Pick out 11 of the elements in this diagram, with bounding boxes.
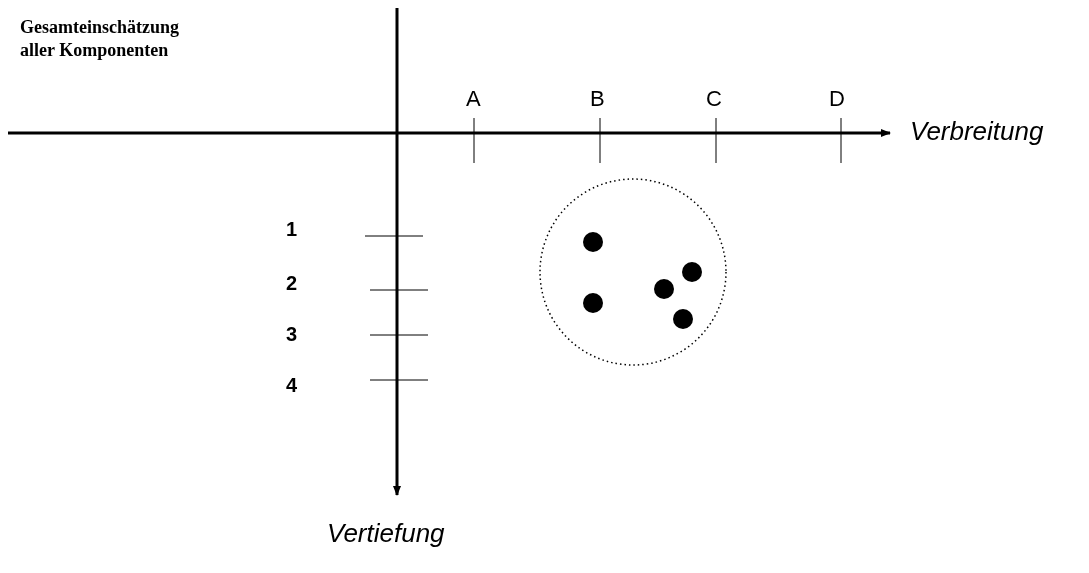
axis-tick-label: 2 — [286, 273, 298, 293]
axis-tick-label: B — [590, 88, 605, 110]
axis-tick-label: 1 — [286, 219, 298, 239]
axis-tick-label: D — [829, 88, 845, 110]
axis-tick-label: 3 — [286, 324, 298, 344]
chart-title: Gesamteinschätzung aller Komponenten — [20, 16, 180, 63]
axis-title: Vertiefung — [327, 520, 445, 546]
axis-tick-label: C — [706, 88, 722, 110]
axis-title: Verbreitung — [910, 118, 1044, 144]
axis-tick-label: 4 — [286, 375, 298, 395]
axis-tick-label: A — [466, 88, 481, 110]
